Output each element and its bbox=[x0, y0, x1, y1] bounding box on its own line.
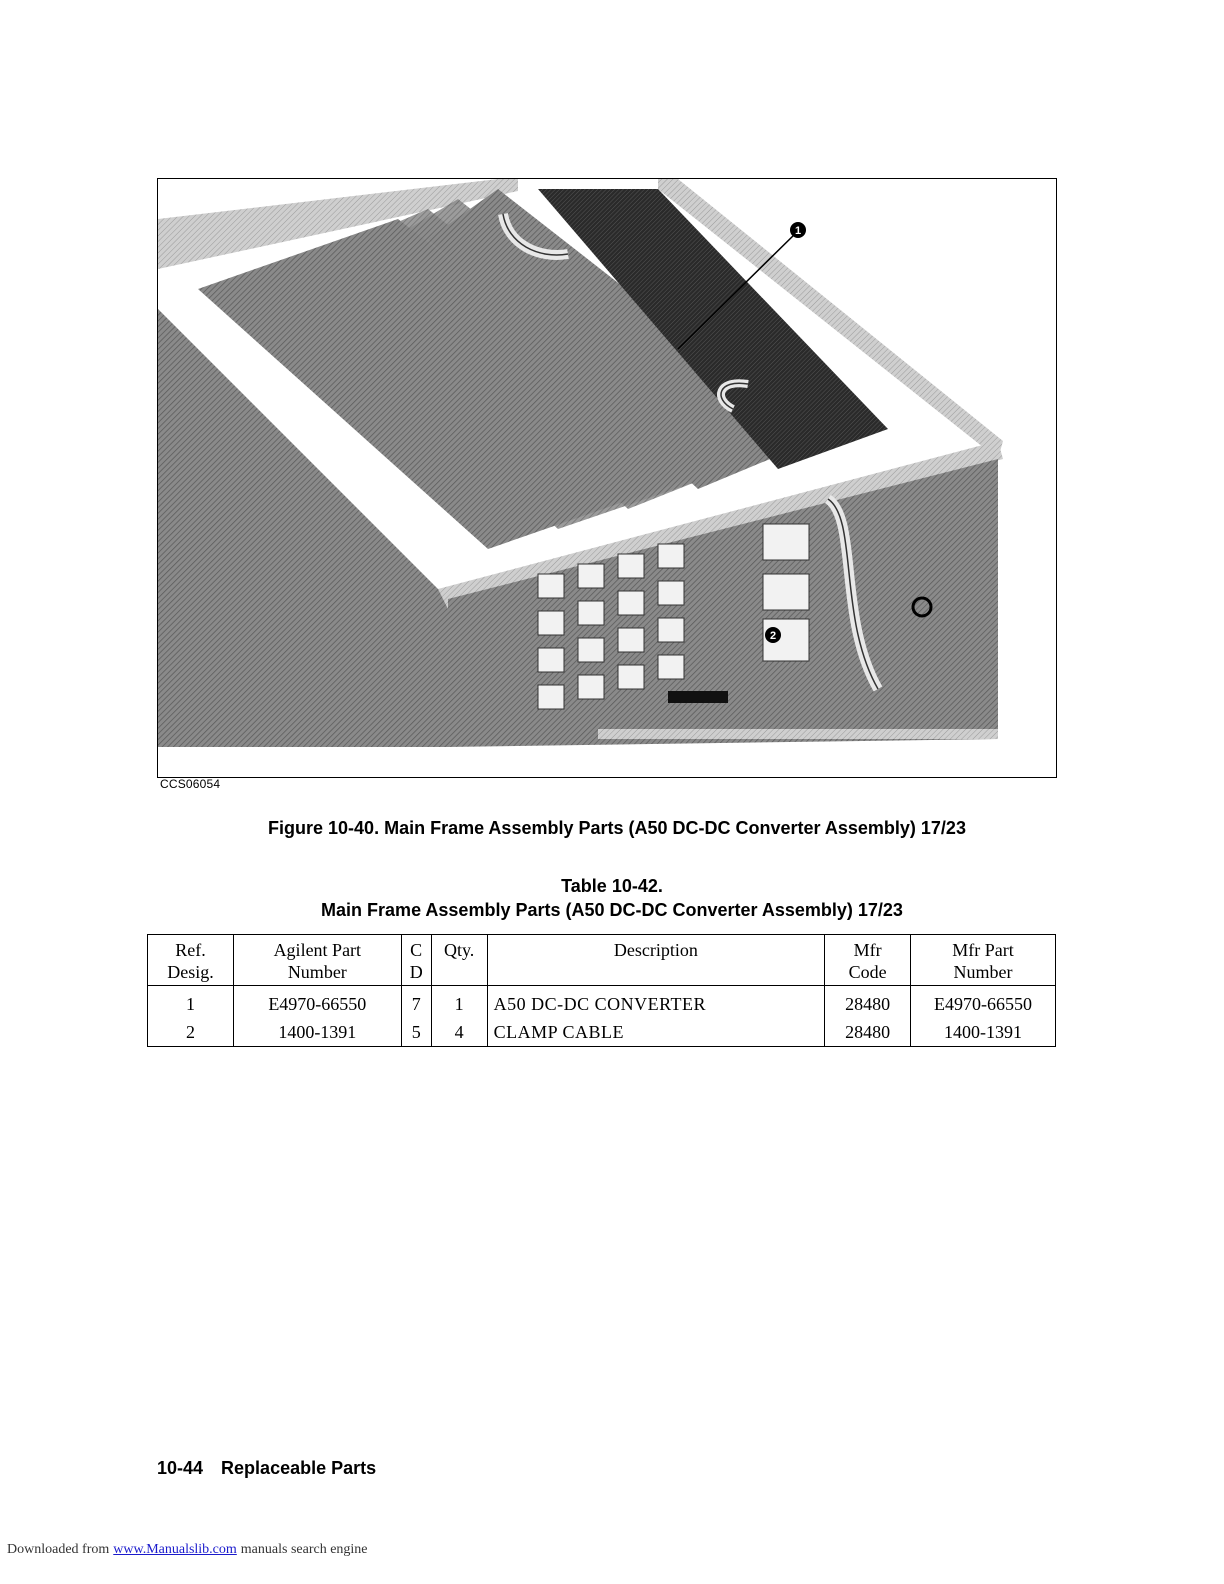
cell-mfr-part: E4970-66550 bbox=[910, 985, 1056, 1018]
manualslib-link[interactable]: www.Manualslib.com bbox=[113, 1542, 237, 1557]
cell-mfr-code: 28480 bbox=[824, 1018, 912, 1047]
callout-1: 1 bbox=[790, 222, 806, 238]
cell-part-number: E4970-66550 bbox=[232, 985, 402, 1018]
col-header-qty: Qty. bbox=[430, 934, 488, 986]
svg-text:2: 2 bbox=[770, 630, 776, 642]
cell-cd: 7 bbox=[400, 985, 432, 1018]
table-row: 2 1400-1391 5 4 CLAMP CABLE 28480 1400-1… bbox=[147, 1018, 1056, 1047]
table-title: Main Frame Assembly Parts (A50 DC-DC Con… bbox=[321, 900, 903, 920]
cell-cd: 5 bbox=[400, 1018, 432, 1047]
figure-image-code: CCS06054 bbox=[160, 777, 221, 791]
cell-description: A50 DC-DC CONVERTER bbox=[486, 985, 826, 1018]
figure-illustration: 1 2 bbox=[157, 178, 1057, 778]
figure-caption: Figure 10-40. Main Frame Assembly Parts … bbox=[268, 818, 966, 838]
col-header-description: Description bbox=[486, 934, 826, 986]
svg-text:1: 1 bbox=[795, 225, 801, 237]
cell-ref: 1 bbox=[147, 985, 234, 1018]
cell-description: CLAMP CABLE bbox=[486, 1018, 826, 1047]
section-name: Replaceable Parts bbox=[221, 1458, 377, 1478]
download-prefix: Downloaded from bbox=[7, 1542, 110, 1557]
table-number: Table 10-42. bbox=[561, 876, 663, 896]
cell-ref: 2 bbox=[147, 1018, 234, 1047]
page-footer: 10-44 Replaceable Parts bbox=[157, 1458, 376, 1479]
page-number: 10-44 bbox=[157, 1458, 204, 1478]
cell-part-number: 1400-1391 bbox=[232, 1018, 402, 1047]
table-row: 1 E4970-66550 7 1 A50 DC-DC CONVERTER 28… bbox=[147, 985, 1056, 1018]
cell-qty: 4 bbox=[430, 1018, 488, 1047]
cell-mfr-part: 1400-1391 bbox=[910, 1018, 1056, 1047]
cell-qty: 1 bbox=[430, 985, 488, 1018]
main-frame-assembly-drawing: 1 2 bbox=[158, 179, 1003, 747]
download-suffix: manuals search engine bbox=[240, 1542, 368, 1557]
cell-mfr-code: 28480 bbox=[824, 985, 912, 1018]
col-header-ref: Ref.Desig. bbox=[147, 934, 234, 986]
callout-2: 2 bbox=[765, 627, 781, 643]
